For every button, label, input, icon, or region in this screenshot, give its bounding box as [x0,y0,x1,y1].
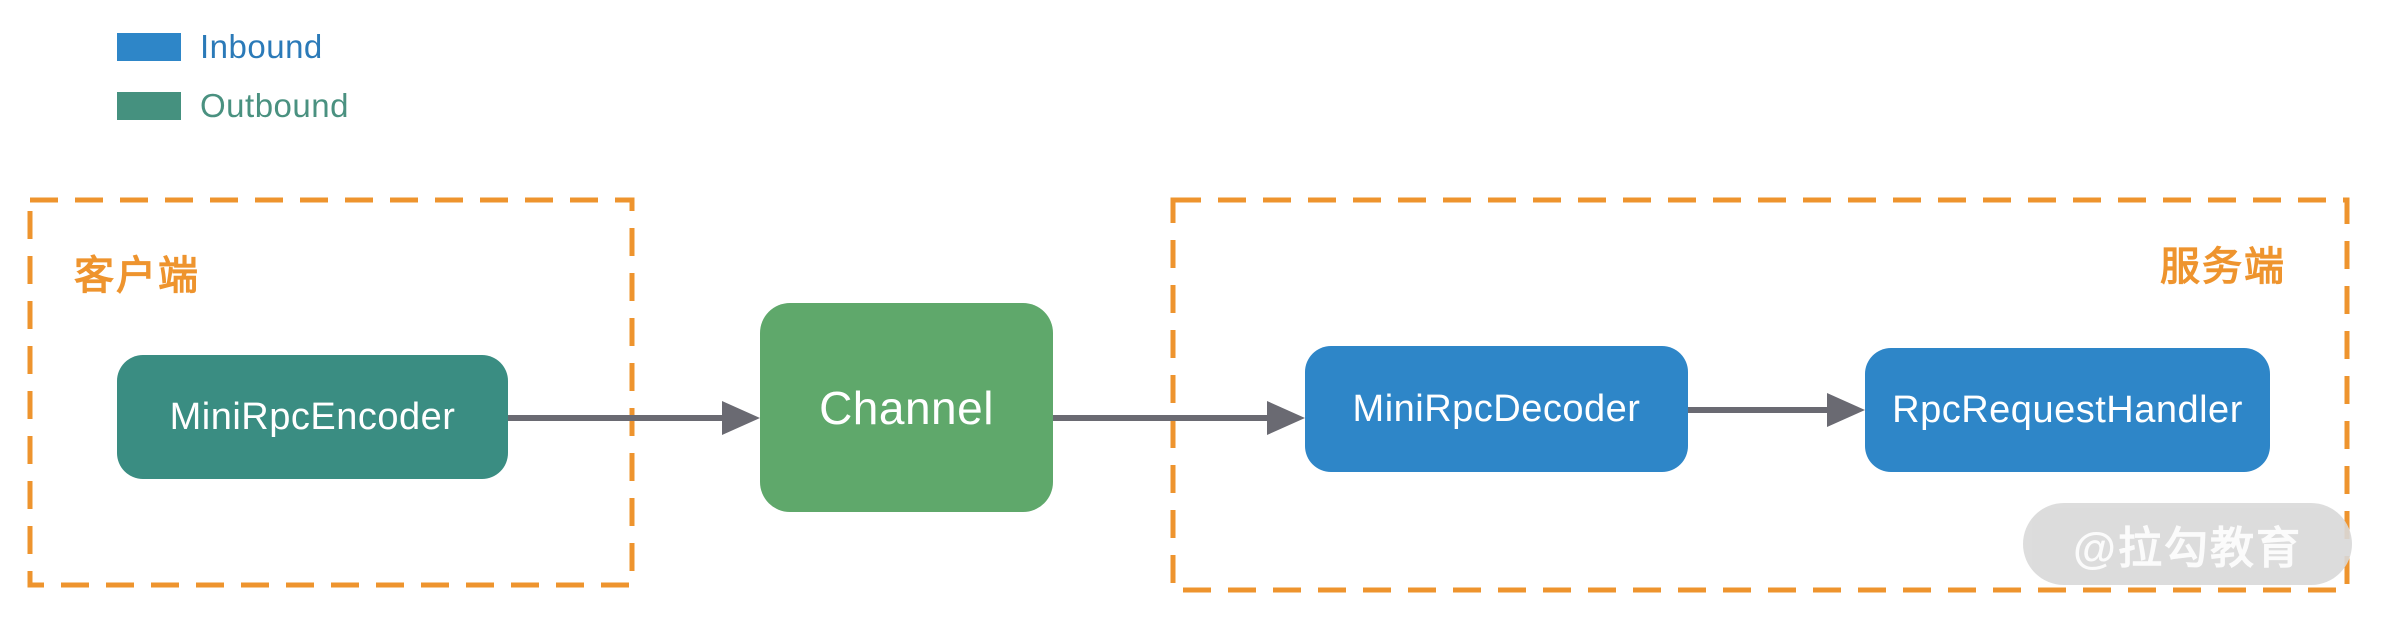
arrow-decoder-to-handler [1688,393,1865,427]
node-channel-label: Channel [819,381,994,434]
legend-item-outbound: Outbound [117,87,349,124]
server-group-label: 服务端 [2160,245,2286,289]
node-mini-rpc-encoder: MiniRpcEncoder [117,355,508,479]
node-mini-rpc-encoder-label: MiniRpcEncoder [169,395,456,438]
node-channel: Channel [760,303,1053,512]
node-mini-rpc-decoder-label: MiniRpcDecoder [1352,387,1641,430]
server-group-border [1170,197,2350,593]
outbound-legend-label: Outbound [200,87,349,124]
node-rpc-request-handler: RpcRequestHandler [1865,348,2270,472]
inbound-legend-label: Inbound [200,28,323,65]
inbound-legend-swatch [117,33,181,61]
arrow-decoder-to-handler-head [1827,393,1865,427]
arrow-encoder-to-channel-head [722,401,760,435]
client-group-border [27,197,635,588]
legend-item-inbound: Inbound [117,28,349,65]
arrow-encoder-to-channel [508,401,760,435]
outbound-legend-swatch [117,92,181,120]
arrow-channel-to-decoder-head [1267,401,1305,435]
watermark-text: @拉勾教育 [2073,524,2302,573]
node-mini-rpc-decoder: MiniRpcDecoder [1305,346,1688,472]
legend: Inbound Outbound [117,28,349,124]
client-group-label: 客户端 [74,254,200,298]
arrow-channel-to-decoder [1053,401,1305,435]
watermark: @拉勾教育 [2023,503,2352,585]
node-rpc-request-handler-label: RpcRequestHandler [1892,388,2243,431]
